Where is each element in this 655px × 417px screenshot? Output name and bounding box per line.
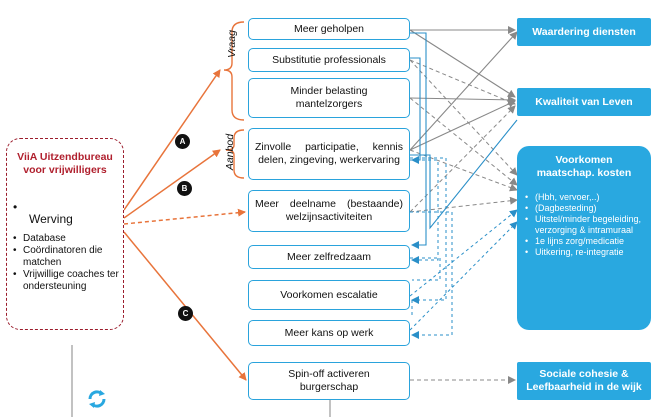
marker-c: C xyxy=(178,306,193,321)
orange-arrows xyxy=(123,69,247,381)
cost-item: 1e lijns zorg/medicatie xyxy=(525,236,643,247)
outcome-voorkomen-kosten-title: Voorkomen maatschap. kosten xyxy=(536,154,632,179)
activity-item: Database xyxy=(13,233,123,245)
grey-dashed-arrows xyxy=(409,59,518,384)
group-brackets xyxy=(223,21,245,179)
cycle-arrows-icon xyxy=(88,390,106,408)
blue-dashed-connectors xyxy=(409,157,518,339)
marker-b: B xyxy=(177,181,192,196)
outcome-sociale-cohesie: Sociale cohesie & Leefbaarheid in de wij… xyxy=(517,362,651,400)
outcome-waardering-diensten: Waardering diensten xyxy=(517,18,651,46)
outcome-kwaliteit-van-leven: Kwaliteit van Leven xyxy=(517,88,651,116)
cost-item: (Dagbesteding) xyxy=(525,203,643,214)
group-label-vraag: Vraag xyxy=(225,30,238,58)
grey-arrows xyxy=(409,26,518,151)
outcome-voorkomen-kosten: Voorkomen maatschap. kosten (Hbh, vervoe… xyxy=(517,146,651,330)
cost-item: (Hbh, vervoer,..) xyxy=(525,192,643,203)
arrow-b-aanbod xyxy=(123,149,221,219)
cost-item: Uitstel/minder begeleiding, verzorging &… xyxy=(525,214,643,236)
cost-item: Uitkering, re-integratie xyxy=(525,247,643,258)
node-spin-off-burgerschap: Spin-off activeren burgerschap xyxy=(248,362,410,400)
node-substitutie-professionals: Substitutie professionals xyxy=(248,48,410,72)
activity-item: Werving xyxy=(13,201,123,225)
node-voorkomen-escalatie: Voorkomen escalatie xyxy=(248,280,410,310)
bracket-aanbod xyxy=(225,129,245,179)
organization-box: ViiA Uitzendbureau voor vrijwilligers We… xyxy=(6,138,124,330)
group-label-aanbod: Aanbod xyxy=(224,133,237,171)
arrow-a-vraag xyxy=(123,69,221,211)
organization-activity-list: Werving Database Coördinatoren die match… xyxy=(13,201,123,293)
node-meer-deelname: Meer deelname (bestaande) welzijnsactivi… xyxy=(248,190,410,232)
activity-item: Vrijwillige coaches ter ondersteuning xyxy=(13,269,123,293)
node-meer-geholpen: Meer geholpen xyxy=(248,18,410,40)
bracket-vraag xyxy=(223,21,245,121)
arrow-deelname xyxy=(123,208,246,225)
node-minder-belasting: Minder belasting mantelzorgers xyxy=(248,78,410,118)
organization-title: ViiA Uitzendbureau voor vrijwilligers xyxy=(17,151,113,176)
node-zinvolle-participatie: Zinvolle participatie, kennis delen, zin… xyxy=(248,128,410,180)
outcome-voorkomen-kosten-list: (Hbh, vervoer,..) (Dagbesteding) Uitstel… xyxy=(525,192,643,258)
marker-a: A xyxy=(175,134,190,149)
blue-connectors xyxy=(410,32,518,249)
activity-item: Coördinatoren die matchen xyxy=(13,245,123,269)
node-meer-zelfredzaam: Meer zelfredzaam xyxy=(248,245,410,269)
node-meer-kans-op-werk: Meer kans op werk xyxy=(248,320,410,346)
feedback-lines xyxy=(71,345,331,417)
